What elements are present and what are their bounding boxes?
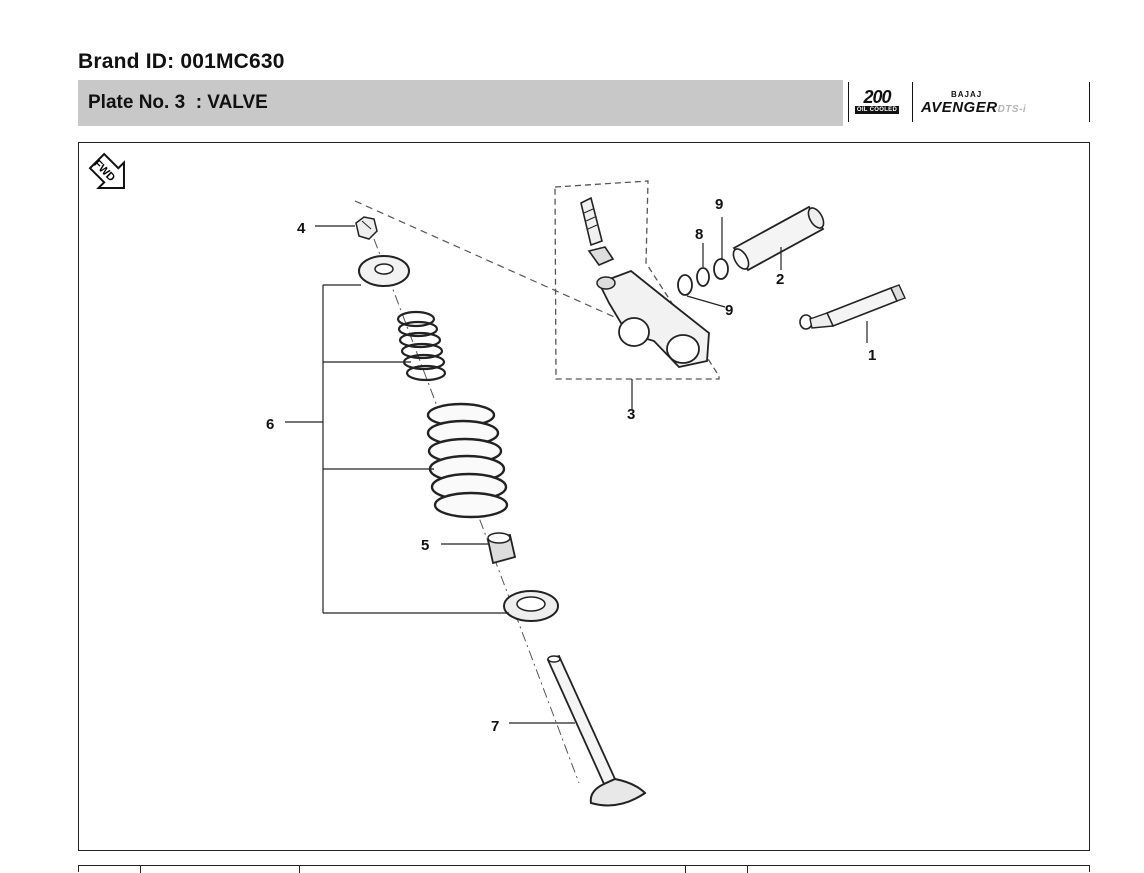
callout-9-top: 9 <box>715 196 723 213</box>
part-rocker-shaft <box>732 205 825 272</box>
parts-table-header <box>78 865 1090 873</box>
table-column-divider <box>685 866 686 873</box>
leader-lines <box>285 217 868 724</box>
table-column-divider <box>140 866 141 873</box>
alignment-line <box>354 200 640 329</box>
part-outer-spring <box>426 402 509 519</box>
variant-name: DTS-i <box>997 104 1027 115</box>
brand-id: Brand ID: 001MC630 <box>78 50 285 73</box>
callout-2: 2 <box>776 271 784 288</box>
part-cotter <box>355 216 378 240</box>
table-column-divider <box>299 866 300 873</box>
logo-divider <box>912 82 913 122</box>
callout-7: 7 <box>491 718 499 735</box>
plate-title: Plate No. 3 : VALVE <box>88 92 268 113</box>
callout-3: 3 <box>627 406 635 423</box>
diagram-canvas: FWD <box>88 152 906 807</box>
fwd-arrow-icon: FWD <box>88 152 125 189</box>
part-spring-seat <box>503 590 559 622</box>
callout-9-lower: 9 <box>725 302 733 319</box>
engine-tag: OIL COOLED <box>854 106 900 114</box>
callout-6: 6 <box>266 416 274 433</box>
valve-axis <box>373 238 580 784</box>
part-spring-retainer <box>358 255 410 287</box>
logo-divider <box>848 82 849 122</box>
rocker-group-box <box>554 180 720 380</box>
part-valve <box>546 654 647 807</box>
plate-title-bar: Plate No. 3 : VALVE <box>78 80 843 126</box>
part-pin <box>799 284 906 330</box>
callout-8: 8 <box>695 226 703 243</box>
exploded-diagram: FWD <box>78 142 1090 851</box>
bajaj-logo: BAJAJ <box>951 90 983 99</box>
model-name: AVENGER <box>921 99 998 116</box>
engine-200-logo: 200 OIL COOLED <box>853 88 901 120</box>
part-washers <box>677 258 729 296</box>
part-stem-seal <box>486 532 517 565</box>
avenger-logo: AVENGERDTS-i <box>921 99 1026 116</box>
callout-5: 5 <box>421 537 429 554</box>
logo-area: 200 OIL COOLED BAJAJ AVENGERDTS-i <box>843 80 1091 126</box>
table-column-divider <box>747 866 748 873</box>
engine-number: 200 <box>863 87 891 107</box>
part-rocker-arm <box>580 196 710 368</box>
callout-4: 4 <box>297 220 306 237</box>
callout-1: 1 <box>868 347 876 364</box>
logo-divider <box>1089 82 1090 122</box>
